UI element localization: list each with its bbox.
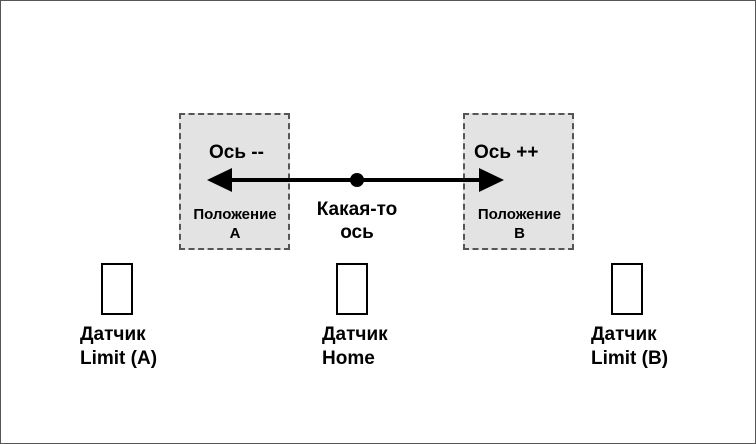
- position-label: Положение: [477, 206, 562, 223]
- sensor-limit-a: [101, 263, 133, 315]
- sensor-label-line2: Limit (B): [591, 348, 669, 369]
- axis-label-line2: ось: [340, 222, 374, 243]
- arrow-right-icon: [479, 168, 504, 192]
- axis-origin-dot: [350, 173, 364, 187]
- sensor-label-line1: Датчик: [591, 324, 657, 345]
- position-name: B: [514, 225, 525, 242]
- zone-plus-title: Ось ++: [474, 142, 539, 163]
- sensor-home-label: Датчик Home: [322, 323, 388, 371]
- axis-label: Какая-то ось: [297, 198, 417, 244]
- sensor-label-line2: Limit (A): [80, 348, 158, 369]
- position-name: A: [229, 225, 241, 242]
- arrow-left-icon: [207, 168, 232, 192]
- sensor-label-line1: Датчик: [80, 324, 146, 345]
- sensor-home: [336, 263, 368, 315]
- sensor-label-line2: Home: [322, 348, 375, 369]
- axis-label-line1: Какая-то: [316, 199, 398, 220]
- zone-minus-position: Положение A: [181, 205, 289, 243]
- sensor-limit-a-label: Датчик Limit (A): [80, 323, 157, 371]
- zone-plus-position: Положение B: [465, 205, 574, 243]
- sensor-label-line1: Датчик: [322, 324, 388, 345]
- zone-minus-title: Ось --: [209, 142, 264, 163]
- sensor-limit-b: [611, 263, 643, 315]
- sensor-limit-b-label: Датчик Limit (B): [591, 323, 668, 371]
- position-label: Положение: [193, 206, 277, 223]
